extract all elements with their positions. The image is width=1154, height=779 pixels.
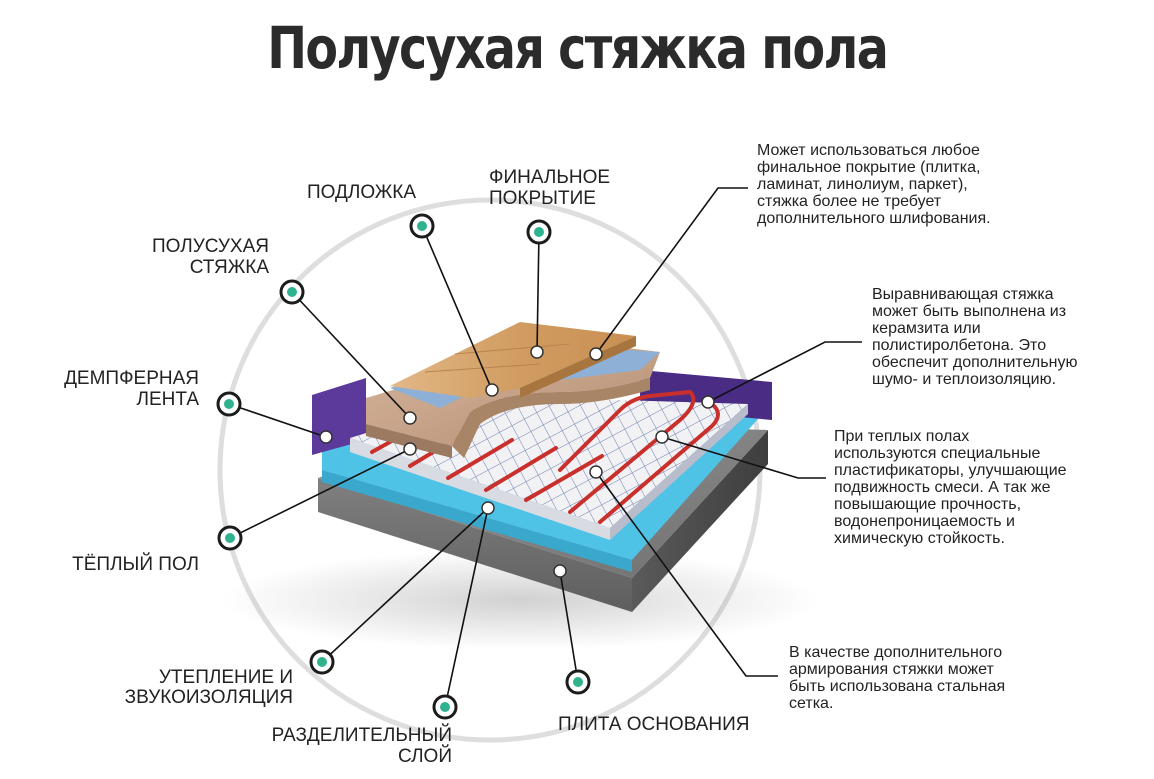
svg-text:армирования стяжки может: армирования стяжки может bbox=[789, 661, 995, 678]
label-final-1: ФИНАЛЬНОЕ bbox=[489, 167, 610, 188]
cake-markers bbox=[319, 345, 715, 578]
label-teply: ТЁПЛЫЙ ПОЛ bbox=[72, 553, 199, 575]
svg-text:финальное покрытие (плитка,: финальное покрытие (плитка, bbox=[757, 159, 980, 176]
marker-teply bbox=[217, 525, 243, 551]
label-uteplenie-2: ЗВУКОИЗОЛЯЦИЯ bbox=[125, 687, 293, 708]
note-warm-floor: При теплых полах используются специальны… bbox=[834, 428, 1067, 547]
label-final-2: ПОКРЫТИЕ bbox=[489, 188, 596, 209]
label-razdel-1: РАЗДЕЛИТЕЛЬНЫЙ bbox=[272, 724, 452, 746]
label-plita: ПЛИТА ОСНОВАНИЯ bbox=[558, 714, 750, 735]
label-demp-1: ДЕМПФЕРНАЯ bbox=[64, 368, 199, 389]
svg-text:быть использована стальная: быть использована стальная bbox=[789, 678, 1005, 695]
svg-text:повышающие прочность,: повышающие прочность, bbox=[834, 496, 1021, 513]
label-razdel-2: СЛОЙ bbox=[398, 745, 452, 767]
label-demp-2: ЛЕНТА bbox=[136, 389, 199, 410]
marker-plita bbox=[565, 669, 591, 695]
svg-text:стяжка более не требует: стяжка более не требует bbox=[757, 193, 942, 210]
note-reinforcement: В качестве дополнительного армирования с… bbox=[789, 644, 1005, 712]
svg-text:шумо- и теплоизоляцию.: шумо- и теплоизоляцию. bbox=[872, 371, 1056, 388]
marker-final bbox=[526, 219, 552, 245]
svg-text:химическую стойкость.: химическую стойкость. bbox=[834, 530, 1005, 547]
page-title: Полусухая стяжка пола bbox=[267, 14, 889, 82]
svg-text:пластификаторы, улучшающие: пластификаторы, улучшающие bbox=[834, 462, 1067, 479]
leader-lines bbox=[228, 187, 862, 708]
label-uteplenie-1: УТЕПЛЕНИЕ И bbox=[159, 667, 293, 688]
svg-text:полистиролбетона. Это: полистиролбетона. Это bbox=[872, 337, 1046, 354]
svg-text:обеспечит дополнительную: обеспечит дополнительную bbox=[872, 354, 1077, 371]
svg-text:В качестве дополнительного: В качестве дополнительного bbox=[789, 644, 1002, 661]
svg-text:водонепроницаемость и: водонепроницаемость и bbox=[834, 513, 1015, 530]
svg-text:При теплых полах: При теплых полах bbox=[834, 428, 969, 445]
marker-polusuh bbox=[279, 279, 305, 305]
svg-text:керамзита или: керамзита или bbox=[872, 320, 981, 337]
label-polusuh-1: ПОЛУСУХАЯ bbox=[152, 236, 269, 257]
marker-demp bbox=[216, 391, 242, 417]
svg-text:используются специальные: используются специальные bbox=[834, 445, 1040, 462]
svg-text:может быть выполнена из: может быть выполнена из bbox=[872, 303, 1066, 320]
note-final-coating: Может использоваться любое финальное пок… bbox=[757, 142, 991, 227]
svg-text:подвижность смеси. А так же: подвижность смеси. А так же bbox=[834, 479, 1051, 496]
floor-cake bbox=[220, 322, 820, 650]
marker-uteplenie bbox=[309, 649, 335, 675]
svg-text:сетка.: сетка. bbox=[789, 695, 833, 712]
heating-pipes bbox=[370, 389, 720, 524]
svg-text:Выравнивающая стяжка: Выравнивающая стяжка bbox=[872, 286, 1054, 303]
finish-coating bbox=[390, 322, 636, 398]
label-podlozhka: ПОДЛОЖКА bbox=[307, 182, 416, 203]
circle-markers bbox=[216, 213, 591, 720]
note-leveling-screed: Выравнивающая стяжка может быть выполнен… bbox=[872, 286, 1077, 388]
marker-razdel bbox=[432, 694, 458, 720]
marker-podlozhka bbox=[409, 213, 435, 239]
svg-text:дополнительного шлифования.: дополнительного шлифования. bbox=[757, 210, 991, 227]
svg-text:Может использоваться любое: Может использоваться любое bbox=[757, 142, 980, 159]
svg-text:ламинат, линолиум, паркет),: ламинат, линолиум, паркет), bbox=[757, 176, 968, 193]
label-polusuh-2: СТЯЖКА bbox=[190, 257, 270, 278]
base-slab-left-side bbox=[318, 478, 632, 612]
